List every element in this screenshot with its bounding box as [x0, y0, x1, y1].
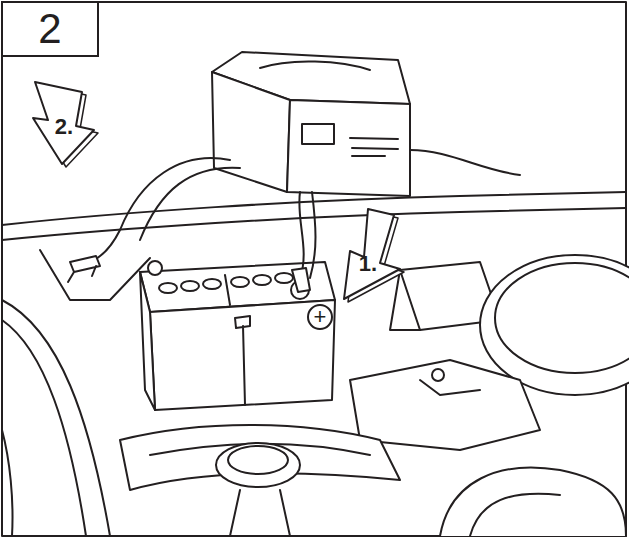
charger-front — [287, 100, 410, 196]
wheel-arch — [2, 430, 13, 536]
callout-number: 1. — [348, 253, 388, 275]
coolant-hose — [120, 425, 400, 490]
cable — [310, 192, 316, 278]
callout-arrow: 1. — [330, 205, 405, 305]
hose — [440, 468, 626, 536]
charger-markings — [350, 138, 398, 156]
negative-terminal — [148, 261, 162, 275]
fender-line — [2, 300, 110, 536]
step-number-box: 2 — [2, 2, 98, 56]
air-filter — [495, 263, 629, 373]
negative-cable — [140, 168, 240, 240]
box-outline — [2, 2, 98, 56]
engine-detail — [420, 380, 480, 395]
callout-number: 2. — [44, 116, 84, 138]
callout-arrow: 2. — [30, 78, 96, 168]
step-number: 2 — [2, 8, 98, 50]
polarity-sign: + — [306, 306, 334, 328]
negative-clamp — [68, 256, 100, 282]
arrow-outline — [33, 82, 94, 164]
fender-line — [2, 320, 86, 536]
battery-front — [150, 300, 335, 410]
positive-cable — [299, 192, 303, 278]
battery-tray — [40, 250, 150, 300]
engine-block — [350, 360, 540, 450]
filler-neck — [230, 490, 290, 536]
radiator-cap — [228, 446, 288, 474]
radiator-cap — [216, 443, 300, 487]
hose — [470, 494, 560, 536]
engine-detail — [432, 369, 444, 381]
arrow-outline — [344, 209, 400, 299]
battery-side — [140, 272, 155, 410]
polarity-symbol: + — [306, 303, 334, 331]
hold-down-clamp — [235, 316, 250, 405]
negative-cable — [90, 158, 230, 262]
mains-cable — [410, 150, 520, 175]
charger-handle — [260, 61, 370, 70]
positive-clamp — [292, 268, 310, 292]
charger-display — [302, 124, 334, 144]
battery-divider — [225, 275, 230, 305]
charger-side — [212, 72, 290, 192]
engine-block — [390, 270, 420, 330]
